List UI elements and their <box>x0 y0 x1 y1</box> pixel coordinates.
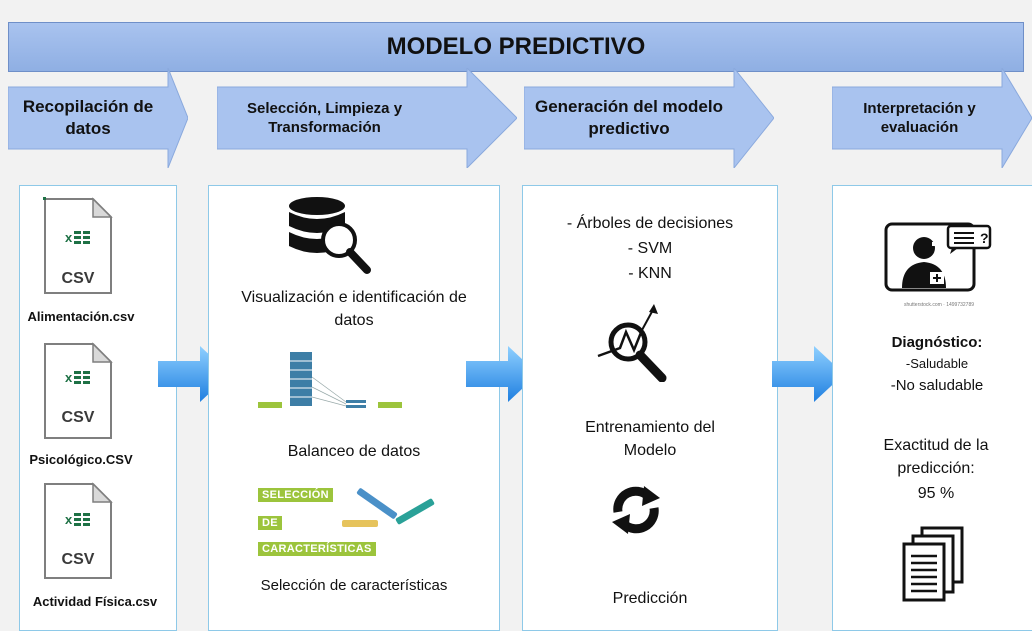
stage-arrow-interpretation: Interpretación y evaluación <box>832 68 1032 168</box>
feature-word-seleccion: SELECCIÓN <box>258 488 333 502</box>
refresh-cycle-icon <box>608 482 664 538</box>
algorithm-item: - Árboles de decisiones <box>566 215 734 232</box>
csv-badge: CSV <box>62 551 95 568</box>
panel-generation <box>522 185 778 631</box>
feature-bar <box>395 497 435 526</box>
algorithm-item: - SVM <box>627 240 673 257</box>
feature-word-caracteristicas: CARACTERÍSTICAS <box>258 542 376 556</box>
svg-text:x: x <box>65 370 73 385</box>
svg-text:x: x <box>65 512 73 527</box>
diagnosis-option-healthy: -Saludable <box>905 356 969 371</box>
training-label: Entrenamiento del Modelo <box>585 419 715 460</box>
csv-badge: CSV <box>62 270 95 287</box>
documents-icon <box>902 526 966 602</box>
stage-arrow-generation: Generación del modelo predictivo <box>524 68 774 168</box>
stage-label-generation: Generación del modelo predictivo <box>535 96 723 138</box>
title-banner: MODELO PREDICTIVO <box>8 22 1024 72</box>
balance-label: Balanceo de datos <box>287 443 421 460</box>
csv-badge: CSV <box>62 409 95 426</box>
svg-text:?: ? <box>980 230 989 246</box>
stock-watermark: shutterstock.com · 1499732789 <box>903 302 975 308</box>
visualize-label: Visualización e identificación de datos <box>241 289 467 330</box>
diagnosis-option-unhealthy: -No saludable <box>890 377 984 394</box>
svg-text:x: x <box>65 230 73 245</box>
feature-selection-label: Selección de características <box>260 577 448 594</box>
diagnosis-title: Diagnóstico: <box>891 334 983 351</box>
accuracy-label: Exactitud de la predicción: <box>883 437 989 478</box>
flow-arrow-2 <box>466 346 538 402</box>
trend-analysis-icon <box>596 302 672 383</box>
flow-arrow-3 <box>772 346 844 402</box>
feature-bar <box>356 487 398 520</box>
file-label-alimentacion: Alimentación.csv <box>27 309 135 324</box>
telemedicine-doctor-icon: ? <box>884 222 994 300</box>
csv-file-icon: x CSV <box>43 342 113 440</box>
csv-file-icon: x CSV <box>43 197 113 295</box>
accuracy-value: 95 % <box>917 485 955 502</box>
data-balancing-icon <box>258 352 406 412</box>
prediction-label: Predicción <box>612 590 688 607</box>
algorithm-item: - KNN <box>628 265 672 282</box>
stage-label-collection: Recopilación de datos <box>22 96 154 138</box>
database-search-icon <box>287 196 371 274</box>
file-label-actividad-fisica: Actividad Física.csv <box>32 594 158 609</box>
csv-file-icon: x CSV <box>43 482 113 580</box>
feature-selection-image: SELECCIÓN DE CARACTERÍSTICAS <box>256 482 435 570</box>
stage-label-interpretation: Interpretación y evaluación <box>863 99 976 137</box>
feature-bar <box>342 520 378 527</box>
diagram-title: MODELO PREDICTIVO <box>386 33 646 60</box>
stage-label-selection: Selección, Limpieza y Transformación <box>246 99 403 137</box>
file-label-psicologico: Psicológico.CSV <box>29 452 133 467</box>
stage-arrow-collection: Recopilación de datos <box>8 68 188 168</box>
stage-arrow-selection: Selección, Limpieza y Transformación <box>217 68 517 168</box>
feature-word-de: DE <box>258 516 282 530</box>
